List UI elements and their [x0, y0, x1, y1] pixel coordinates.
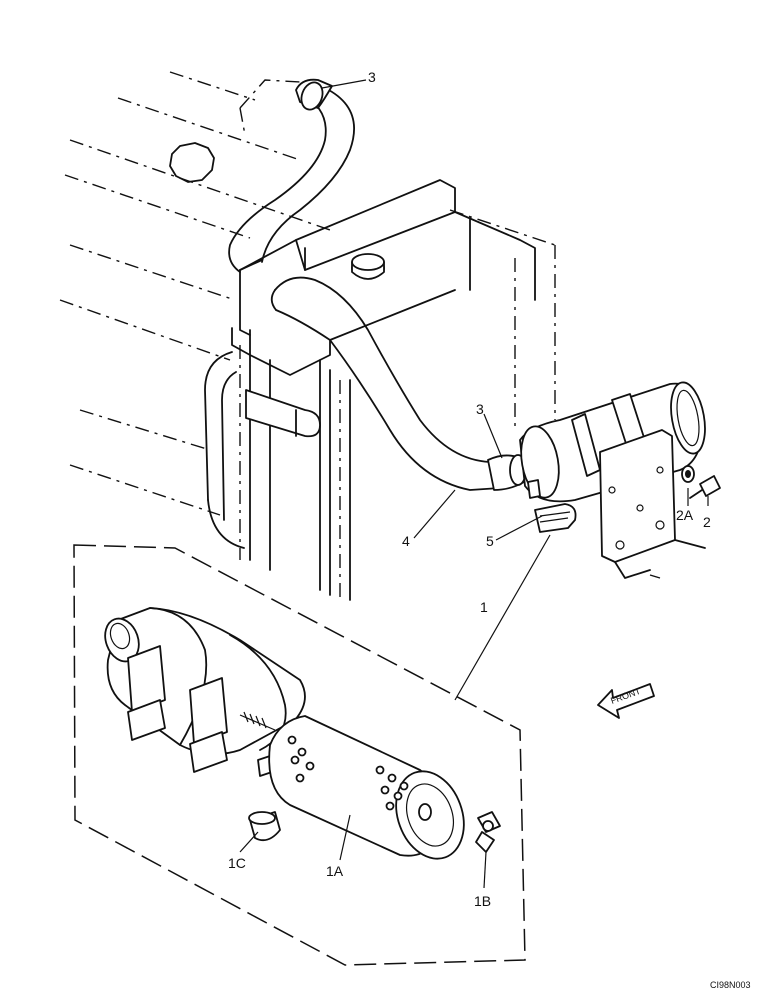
bolt-2-icon — [689, 475, 721, 499]
duct-outline — [239, 107, 246, 136]
callout-1a: 1A — [326, 863, 344, 879]
intake-hose-4 — [270, 276, 527, 491]
leader-lines — [239, 79, 709, 889]
filler-cap-icon — [169, 142, 215, 183]
callout-5: 5 — [486, 533, 494, 549]
callout-1b: 1B — [474, 893, 491, 909]
front-direction-arrow: FRONT — [597, 683, 655, 719]
callout-1: 1 — [480, 599, 488, 615]
washer-2a-icon — [681, 465, 695, 483]
radiator-cap-icon — [351, 253, 385, 280]
callout-3-mid: 3 — [476, 401, 484, 417]
lower-side-hose — [204, 351, 321, 549]
exploded-inset-border — [73, 544, 526, 966]
callout-2: 2 — [703, 514, 711, 530]
wing-nut-1b-icon — [475, 811, 501, 853]
callout-3-top: 3 — [368, 69, 376, 85]
upper-intake-hose — [228, 78, 355, 273]
drawing-code: CI98N003 — [710, 980, 751, 990]
air-cleaner-body-exploded — [104, 607, 306, 777]
callout-4: 4 — [402, 533, 410, 549]
radiator-block — [231, 179, 536, 601]
filter-perforations — [287, 735, 409, 811]
engine-outline — [59, 71, 556, 600]
filter-element-1a — [268, 715, 465, 860]
callout-2a: 2A — [676, 507, 694, 523]
callout-1c: 1C — [228, 855, 246, 871]
air-cleaner-assembly — [519, 381, 706, 579]
duct-outline — [239, 79, 306, 109]
